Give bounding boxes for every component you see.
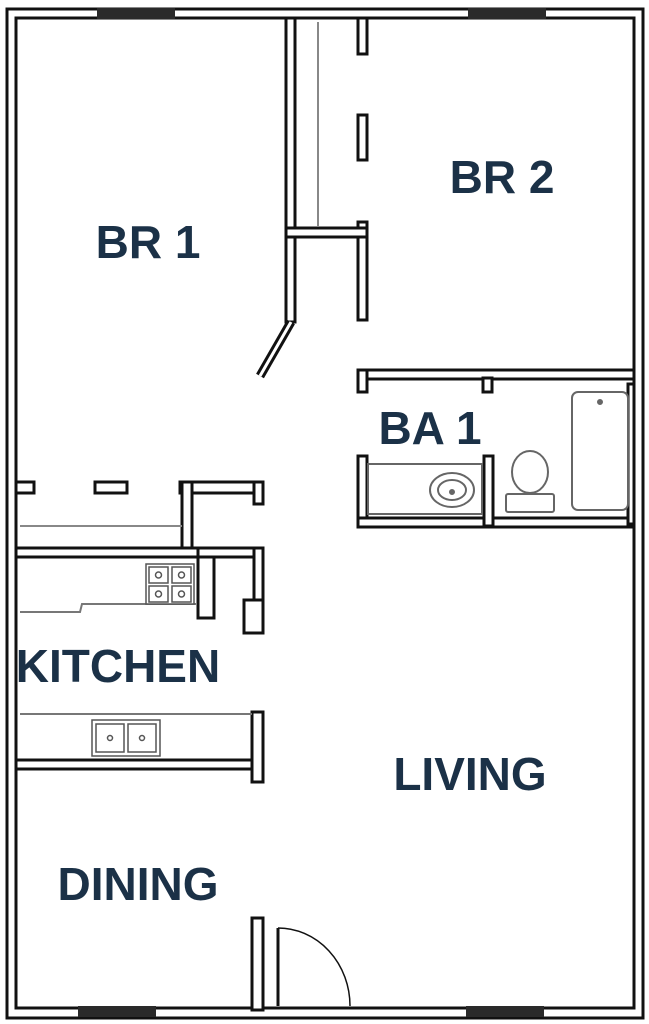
window-top-left	[97, 8, 175, 19]
wall-br1-closet-post	[180, 480, 194, 552]
window-bottom-right	[466, 1006, 544, 1017]
room-label-br2: BR 2	[450, 151, 555, 203]
stove-icon	[145, 563, 195, 605]
wall-bath-bottom	[356, 516, 636, 529]
wall-bath-left-top	[356, 368, 369, 394]
wall-bath-left	[356, 454, 369, 528]
room-label-kitchen: KITCHEN	[16, 640, 220, 692]
toilet-icon	[511, 450, 549, 494]
closet-rods	[20, 22, 319, 527]
door-br1-leaf-inner	[258, 321, 293, 377]
wall-closet-mid	[356, 113, 369, 162]
wall-br1-bottom-mid	[93, 480, 129, 495]
wall-br2-bottom	[356, 368, 636, 381]
kitchen-counters	[20, 603, 252, 715]
kitchen-sink-icon	[91, 719, 161, 757]
window-top-right	[468, 8, 546, 19]
wall-br1-right-stub	[252, 480, 265, 506]
bathtub-icon	[571, 391, 629, 511]
wall-entry	[250, 916, 265, 1012]
vanity-icon	[367, 463, 483, 515]
wall-br1-right	[284, 16, 297, 230]
windows	[78, 8, 546, 1017]
wall-kitchen-hook	[242, 598, 265, 635]
wall-hall-left	[284, 235, 297, 324]
room-label-ba1: BA 1	[378, 402, 481, 454]
entry-door-icon	[276, 927, 351, 1007]
wall-kitchen-top	[14, 546, 216, 559]
wall-closet-low	[356, 220, 369, 322]
room-label-br1: BR 1	[96, 216, 201, 268]
wall-kitchen-dining	[14, 758, 265, 771]
room-label-dining: DINING	[58, 858, 219, 910]
wall-bath-divider	[482, 454, 495, 528]
interior-walls	[14, 16, 636, 1012]
wall-bath-notch	[481, 376, 494, 394]
window-bottom-left	[78, 1006, 156, 1017]
wall-br1-bottom-left	[14, 480, 36, 495]
room-label-living: LIVING	[393, 748, 546, 800]
wall-closet-bottom	[284, 226, 369, 239]
wall-kitchen-right-low	[250, 710, 265, 784]
wall-closet-top	[356, 16, 369, 56]
bathroom-fixtures	[367, 391, 629, 515]
